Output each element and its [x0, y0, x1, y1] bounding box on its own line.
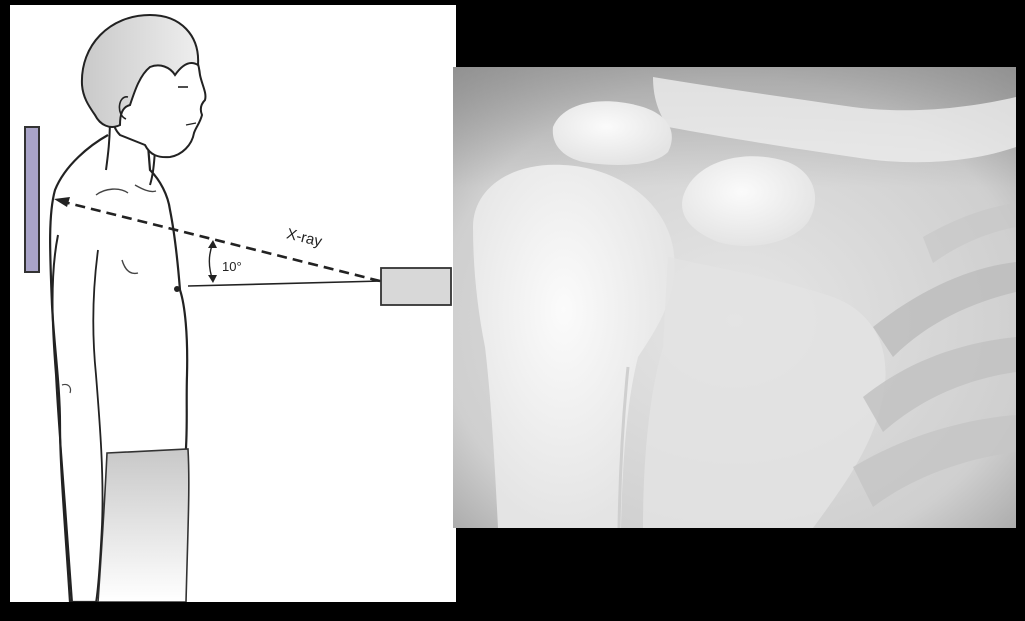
radiograph-image	[453, 67, 1016, 528]
nipple-marker	[174, 286, 180, 292]
shoulder-radiograph	[453, 67, 1016, 528]
positioning-illustration: X-ray 10°	[10, 5, 456, 602]
horizontal-reference-line	[188, 281, 382, 286]
patient-diagram: X-ray 10°	[10, 5, 456, 602]
patient-pants	[98, 449, 189, 602]
angle-label: 10°	[222, 259, 242, 274]
xray-tube	[381, 268, 451, 305]
beam-label: X-ray	[285, 225, 324, 250]
detector-plate	[25, 127, 39, 272]
angle-arrow-bottom	[208, 275, 217, 283]
